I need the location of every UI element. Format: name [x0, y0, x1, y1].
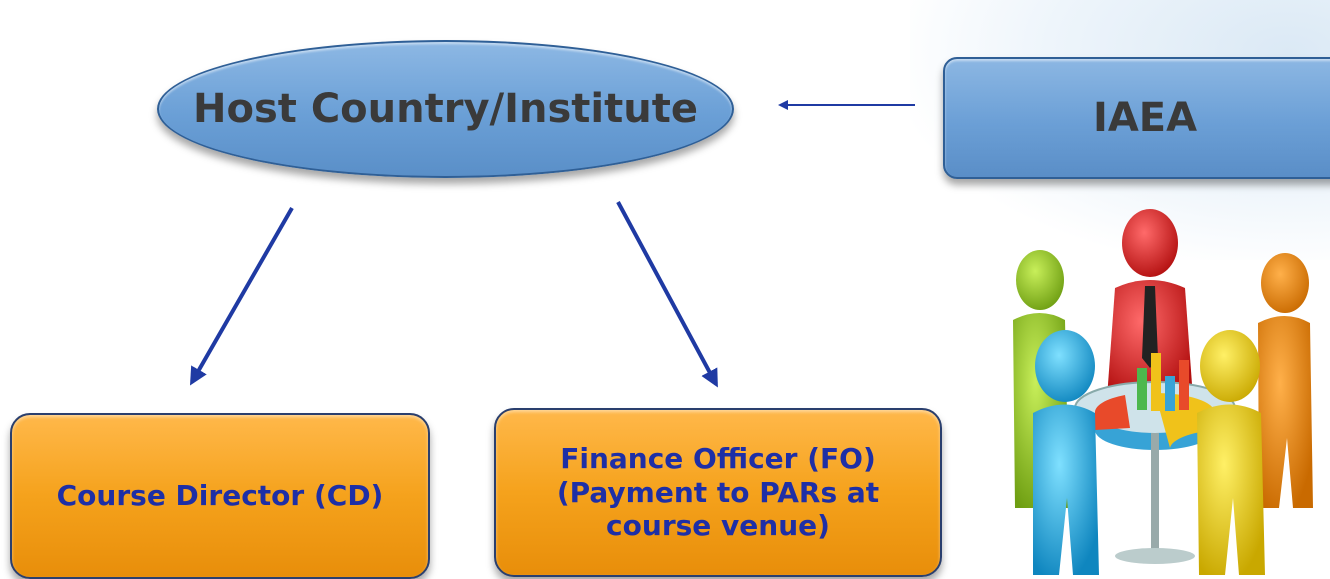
finance-officer-node: Finance Officer (FO) (Payment to PARs at…	[494, 408, 942, 577]
course-director-label: Course Director (CD)	[56, 479, 384, 513]
person-orange	[1258, 253, 1313, 508]
person-red	[1107, 209, 1193, 398]
finance-officer-line1: Finance Officer (FO)	[560, 442, 876, 476]
host-country-label: Host Country/Institute	[193, 86, 698, 132]
arrow-host-to-fo	[616, 201, 718, 388]
finance-officer-label: Finance Officer (FO) (Payment to PARs at…	[557, 442, 879, 543]
person-blue	[1033, 330, 1099, 575]
people-around-chart-illustration	[1013, 209, 1313, 575]
finance-officer-line2: (Payment to PARs at	[556, 475, 880, 509]
arrow-host-to-cd	[190, 207, 294, 386]
person-yellow	[1197, 330, 1265, 575]
table-chart	[1074, 353, 1236, 564]
course-director-node: Course Director (CD)	[10, 413, 430, 579]
finance-officer-line3: course venue)	[606, 509, 830, 543]
iaea-node: IAEA	[943, 57, 1330, 179]
host-country-node: Host Country/Institute	[157, 40, 734, 178]
iaea-label: IAEA	[1092, 95, 1198, 141]
